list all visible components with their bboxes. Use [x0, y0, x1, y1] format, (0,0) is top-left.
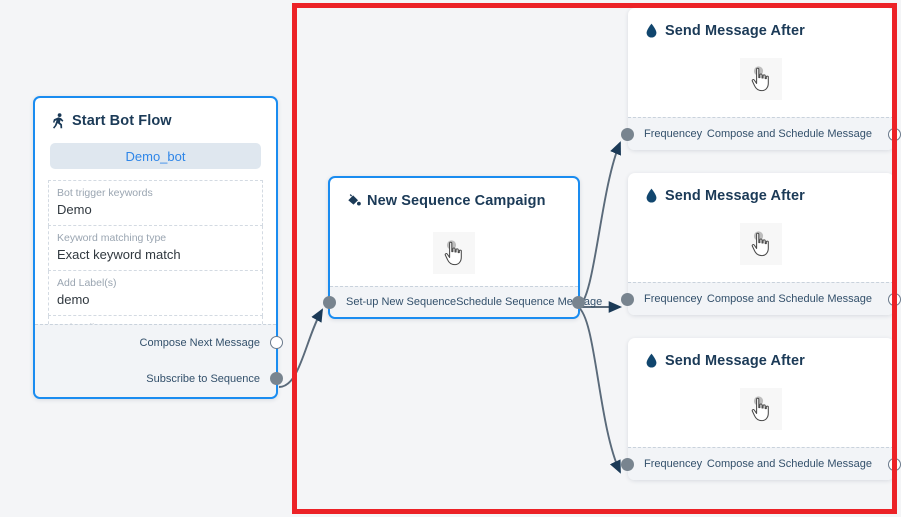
node-header: Start Bot Flow	[35, 98, 276, 129]
port-schedule-sequence-message[interactable]	[572, 296, 585, 309]
node-title: Send Message After	[665, 22, 805, 39]
port-label-setup-new-sequence: Set-up New Sequence	[346, 296, 457, 308]
paint-bucket-icon	[346, 192, 361, 209]
field-keyword-matching-type[interactable]: Keyword matching type Exact keyword matc…	[48, 226, 263, 271]
node-title: New Sequence Campaign	[367, 192, 546, 209]
node-footer-ports: Frequencey Compose and Schedule Message	[621, 447, 901, 480]
node-footer-ports: Frequencey Compose and Schedule Message	[621, 282, 901, 315]
port-compose-and-schedule-message[interactable]	[888, 458, 901, 471]
port-label-compose-and-schedule-message: Compose and Schedule Message	[706, 293, 872, 305]
port-row-compose-next-message[interactable]: Compose Next Message	[35, 325, 283, 361]
port-label: Compose Next Message	[139, 337, 260, 349]
node-body	[628, 388, 894, 430]
node-body	[628, 223, 894, 265]
node-footer-ports: Compose Next Message Subscribe to Sequen…	[35, 324, 283, 397]
port-label-frequency: Frequencey	[644, 293, 703, 305]
port-compose-and-schedule-message[interactable]	[888, 128, 901, 141]
node-footer-ports: Set-up New Sequence Schedule Sequence Me…	[323, 286, 602, 317]
hand-pointer-cursor-icon	[433, 232, 475, 274]
port-label-frequency: Frequencey	[644, 128, 703, 140]
port-compose-and-schedule-message[interactable]	[888, 293, 901, 306]
port-setup-new-sequence[interactable]	[323, 296, 336, 309]
port-subscribe-to-sequence[interactable]	[270, 372, 283, 385]
field-value: demo	[57, 292, 90, 307]
field-label: Keyword matching type	[57, 232, 167, 244]
bot-name-label: Demo_bot	[125, 148, 186, 164]
node-send-message-after-3[interactable]: Send Message After Frequencey Compose an…	[621, 338, 901, 480]
port-frequency[interactable]	[621, 293, 634, 306]
node-send-message-after-2[interactable]: Send Message After Frequencey Compose an…	[621, 173, 901, 315]
water-drop-icon	[644, 352, 659, 369]
port-label-schedule-sequence-message: Schedule Sequence Message	[456, 296, 603, 308]
port-frequency[interactable]	[621, 128, 634, 141]
port-label-compose-and-schedule-message: Compose and Schedule Message	[706, 458, 872, 470]
node-header: Send Message After	[628, 173, 894, 204]
running-person-icon	[51, 112, 66, 129]
port-label-frequency: Frequencey	[644, 458, 703, 470]
node-footer-ports: Frequencey Compose and Schedule Message	[621, 117, 901, 150]
port-label-compose-and-schedule-message: Compose and Schedule Message	[706, 128, 872, 140]
node-title: Start Bot Flow	[72, 112, 172, 129]
hand-pointer-cursor-icon	[740, 58, 782, 100]
bot-selector-pill[interactable]: Demo_bot	[50, 143, 261, 169]
hand-pointer-cursor-icon	[740, 388, 782, 430]
node-header: New Sequence Campaign	[330, 178, 578, 209]
hand-pointer-cursor-icon	[740, 223, 782, 265]
port-label: Subscribe to Sequence	[146, 373, 260, 385]
node-title: Send Message After	[665, 187, 805, 204]
node-body	[628, 58, 894, 100]
node-title: Send Message After	[665, 352, 805, 369]
water-drop-icon	[644, 22, 659, 39]
field-label: Add Label(s)	[57, 277, 117, 289]
field-bot-trigger-keywords[interactable]: Bot trigger keywords Demo	[48, 180, 263, 226]
node-header: Send Message After	[628, 8, 894, 39]
node-send-message-after-1[interactable]: Send Message After Frequencey Compose an…	[621, 8, 901, 150]
port-frequency[interactable]	[621, 458, 634, 471]
water-drop-icon	[644, 187, 659, 204]
node-start-bot-flow[interactable]: Start Bot Flow Demo_bot Bot trigger keyw…	[33, 96, 283, 399]
node-body	[330, 232, 578, 274]
field-add-labels[interactable]: Add Label(s) demo	[48, 271, 263, 316]
node-header: Send Message After	[628, 338, 894, 369]
port-row-subscribe-to-sequence[interactable]: Subscribe to Sequence	[35, 361, 283, 397]
port-compose-next-message[interactable]	[270, 336, 283, 349]
field-value: Exact keyword match	[57, 247, 181, 262]
field-value: Demo	[57, 202, 92, 217]
field-label: Bot trigger keywords	[57, 187, 153, 199]
node-new-sequence-campaign[interactable]: New Sequence Campaign Set-up New Sequenc…	[323, 176, 602, 319]
